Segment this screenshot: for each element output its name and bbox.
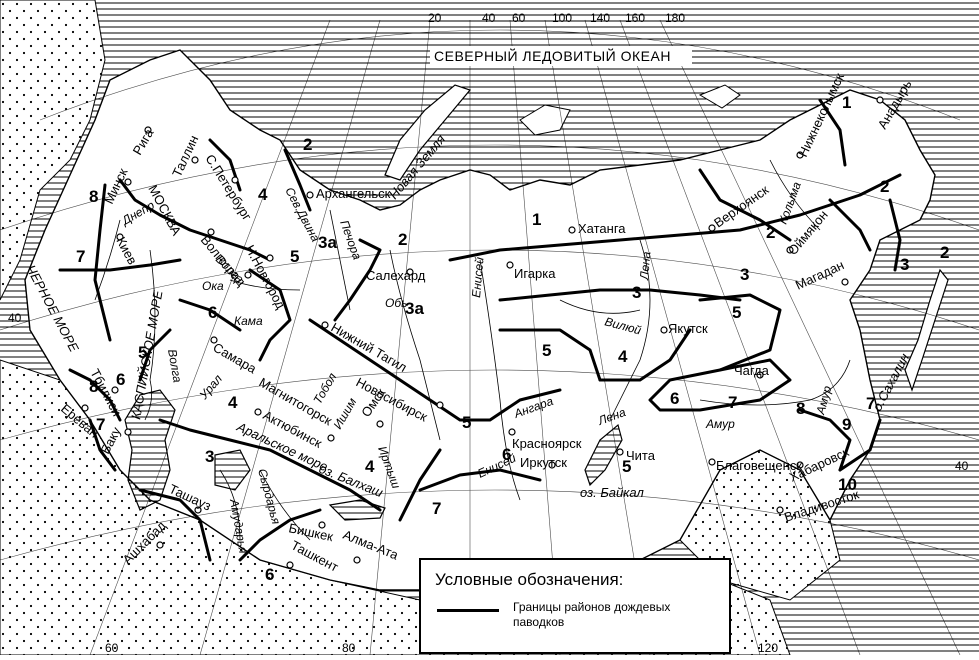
- region-label: 2: [303, 135, 312, 154]
- region-label: 6: [116, 370, 125, 389]
- region-label: 7: [728, 393, 737, 412]
- ocean-label: СЕВЕРНЫЙ ЛЕДОВИТЫЙ ОКЕАН: [434, 47, 671, 64]
- ocean-label-bg: [430, 46, 692, 66]
- aral-sea: [214, 449, 251, 491]
- coord-bottom-60: 60: [105, 641, 119, 655]
- foreign-land-west-dots: [0, 0, 105, 300]
- city-krasnoyarsk: Красноярск: [512, 436, 582, 451]
- region-label: 10: [838, 475, 857, 494]
- region-label: 2: [880, 177, 889, 196]
- coord-top-60: 60: [512, 11, 526, 25]
- city-chita: Чита: [626, 448, 656, 463]
- coord-right-40: 40: [955, 459, 969, 473]
- river-volga-2: Волга: [165, 348, 185, 384]
- region-label: 4: [258, 185, 268, 204]
- baikal-lake: [584, 423, 623, 487]
- map-legend: Условные обозначения: Границы районов до…: [419, 558, 731, 654]
- legend-border-line-symbol: [437, 609, 499, 612]
- region-label: 3а: [318, 233, 337, 252]
- coord-left-40: 40: [8, 311, 22, 325]
- coord-bottom-80: 80: [342, 641, 356, 655]
- region-label: 1: [842, 93, 851, 112]
- legend-border-label: Границы районов дождевых паводков: [513, 600, 671, 629]
- region-label: 7: [96, 415, 105, 434]
- region-label: 3: [205, 447, 214, 466]
- coord-top-140: 140: [590, 11, 610, 25]
- coord-bottom-120: 120: [758, 641, 778, 655]
- region-label: 2: [940, 243, 949, 262]
- lake-baikal: оз. Байкал: [580, 485, 644, 500]
- region-label: 5: [542, 341, 551, 360]
- river-enisei-1: Енисей: [469, 256, 487, 298]
- region-label: 6: [670, 389, 679, 408]
- severnaya-zemlya: [519, 104, 571, 136]
- region-label: 5: [138, 343, 147, 362]
- region-label: 3: [900, 255, 909, 274]
- region-label: 8: [796, 399, 805, 418]
- district-borders: [58, 98, 902, 562]
- region-label: 4: [228, 393, 238, 412]
- coord-top-20: 20: [428, 11, 442, 25]
- region-label: 5: [622, 457, 631, 476]
- coord-top-180: 180: [665, 11, 685, 25]
- new-siberian-islands: [698, 84, 741, 109]
- river-ob: Обь: [385, 296, 407, 310]
- foreign-land-south-dots: [0, 360, 790, 655]
- region-label: 7: [76, 247, 85, 266]
- region-label: 2: [766, 223, 775, 242]
- region-label: 5: [290, 247, 299, 266]
- region-label: 3а: [405, 299, 424, 318]
- city-chagda: Чагда: [734, 363, 770, 378]
- city-irkutsk: Иркутск: [520, 455, 567, 470]
- region-label: 7: [866, 394, 875, 413]
- region-label: 8: [89, 377, 98, 396]
- region-label: 4: [365, 457, 375, 476]
- city-arkhangelsk: Архангельск: [316, 186, 391, 201]
- coord-top-160: 160: [625, 11, 645, 25]
- city-yakutsk: Якутск: [668, 321, 708, 336]
- river-amur-1: Амур: [705, 417, 735, 431]
- region-label: 9: [842, 415, 851, 434]
- region-label: 5: [462, 413, 471, 432]
- landmass: [24, 49, 936, 591]
- city-khatanga: Хатанга: [578, 221, 626, 236]
- graticule: [0, 19, 979, 656]
- region-label: 1: [532, 210, 541, 229]
- region-label: 3: [740, 265, 749, 284]
- region-label: 6: [265, 565, 274, 584]
- sakhalin-island: [904, 268, 949, 392]
- region-label: 4: [618, 347, 628, 366]
- coord-top-40: 40: [482, 11, 496, 25]
- city-blagoveshchensk: Благовещенск: [716, 458, 802, 473]
- region-label: 2: [398, 230, 407, 249]
- river-lena-1: Лена: [637, 251, 654, 282]
- region-label: 7: [432, 499, 441, 518]
- river-oka: Ока: [202, 279, 224, 293]
- legend-title: Условные обозначения:: [435, 570, 624, 589]
- city-igarka: Игарка: [514, 266, 556, 281]
- region-label: 3: [632, 283, 641, 302]
- city-salekhard: Салехард: [366, 268, 426, 283]
- region-label: 8: [89, 187, 98, 206]
- region-label: 6: [502, 445, 511, 464]
- coord-top-100: 100: [552, 11, 572, 25]
- region-label: 5: [732, 303, 741, 322]
- city-markers: [81, 96, 884, 569]
- region-label: 6: [208, 303, 217, 322]
- river-kama: Кама: [234, 314, 263, 328]
